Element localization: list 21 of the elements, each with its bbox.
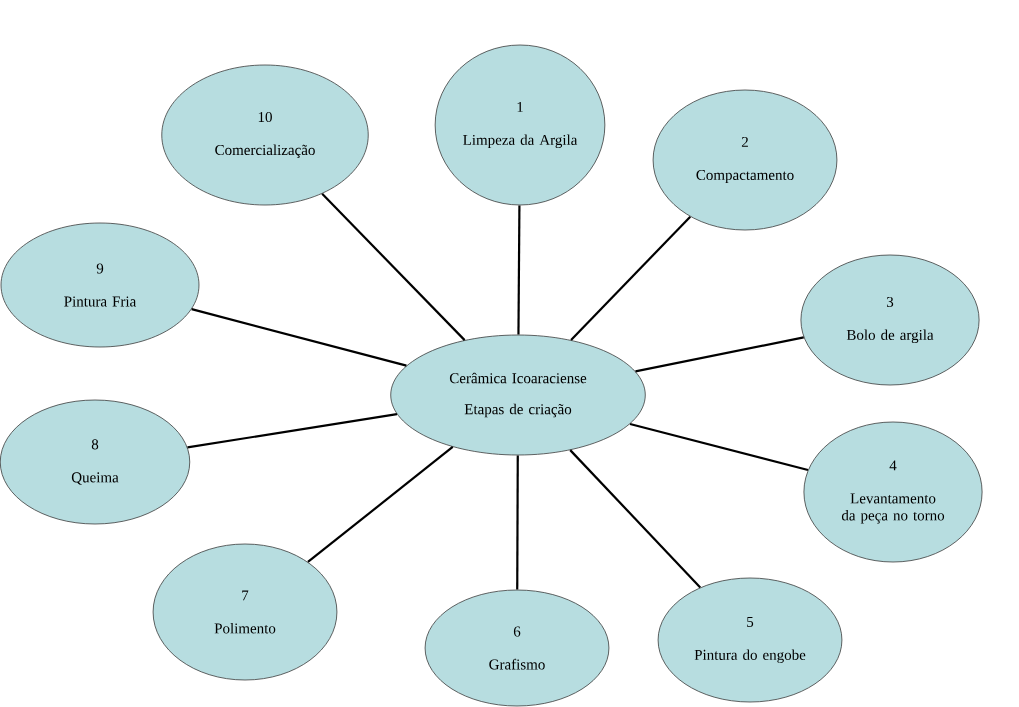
ellipse-node: 5 Pintura do engobe xyxy=(657,577,843,703)
connector-line xyxy=(517,205,521,335)
ellipse-node: 1 Limpeza da Argila xyxy=(434,44,606,206)
ellipse-node: 9 Pintura Fria xyxy=(0,222,200,348)
ellipse-node: 10 Comercialização xyxy=(161,64,369,206)
connector-line xyxy=(187,413,398,449)
connector-line xyxy=(629,422,809,472)
connector-line xyxy=(191,308,407,367)
ellipse-node: 3 Bolo de argila xyxy=(800,254,980,386)
connector-line xyxy=(635,336,804,373)
ellipse-node: 8 Queima xyxy=(0,399,191,525)
ellipse-node: 2 Compactamento xyxy=(652,89,838,231)
connector-line xyxy=(570,215,692,341)
connector-line xyxy=(569,449,702,589)
ellipse-node: 7 Polimento xyxy=(152,543,338,681)
ellipse-node: 6 Grafismo xyxy=(424,589,610,707)
ellipse-node: 4 Levantamento da peça no torno xyxy=(803,421,983,563)
connector-line xyxy=(307,446,454,563)
connector-line xyxy=(516,455,519,590)
connector-line xyxy=(321,192,466,341)
ellipse-node: Cerâmica Icoaraciense Etapas de criação xyxy=(390,334,646,456)
